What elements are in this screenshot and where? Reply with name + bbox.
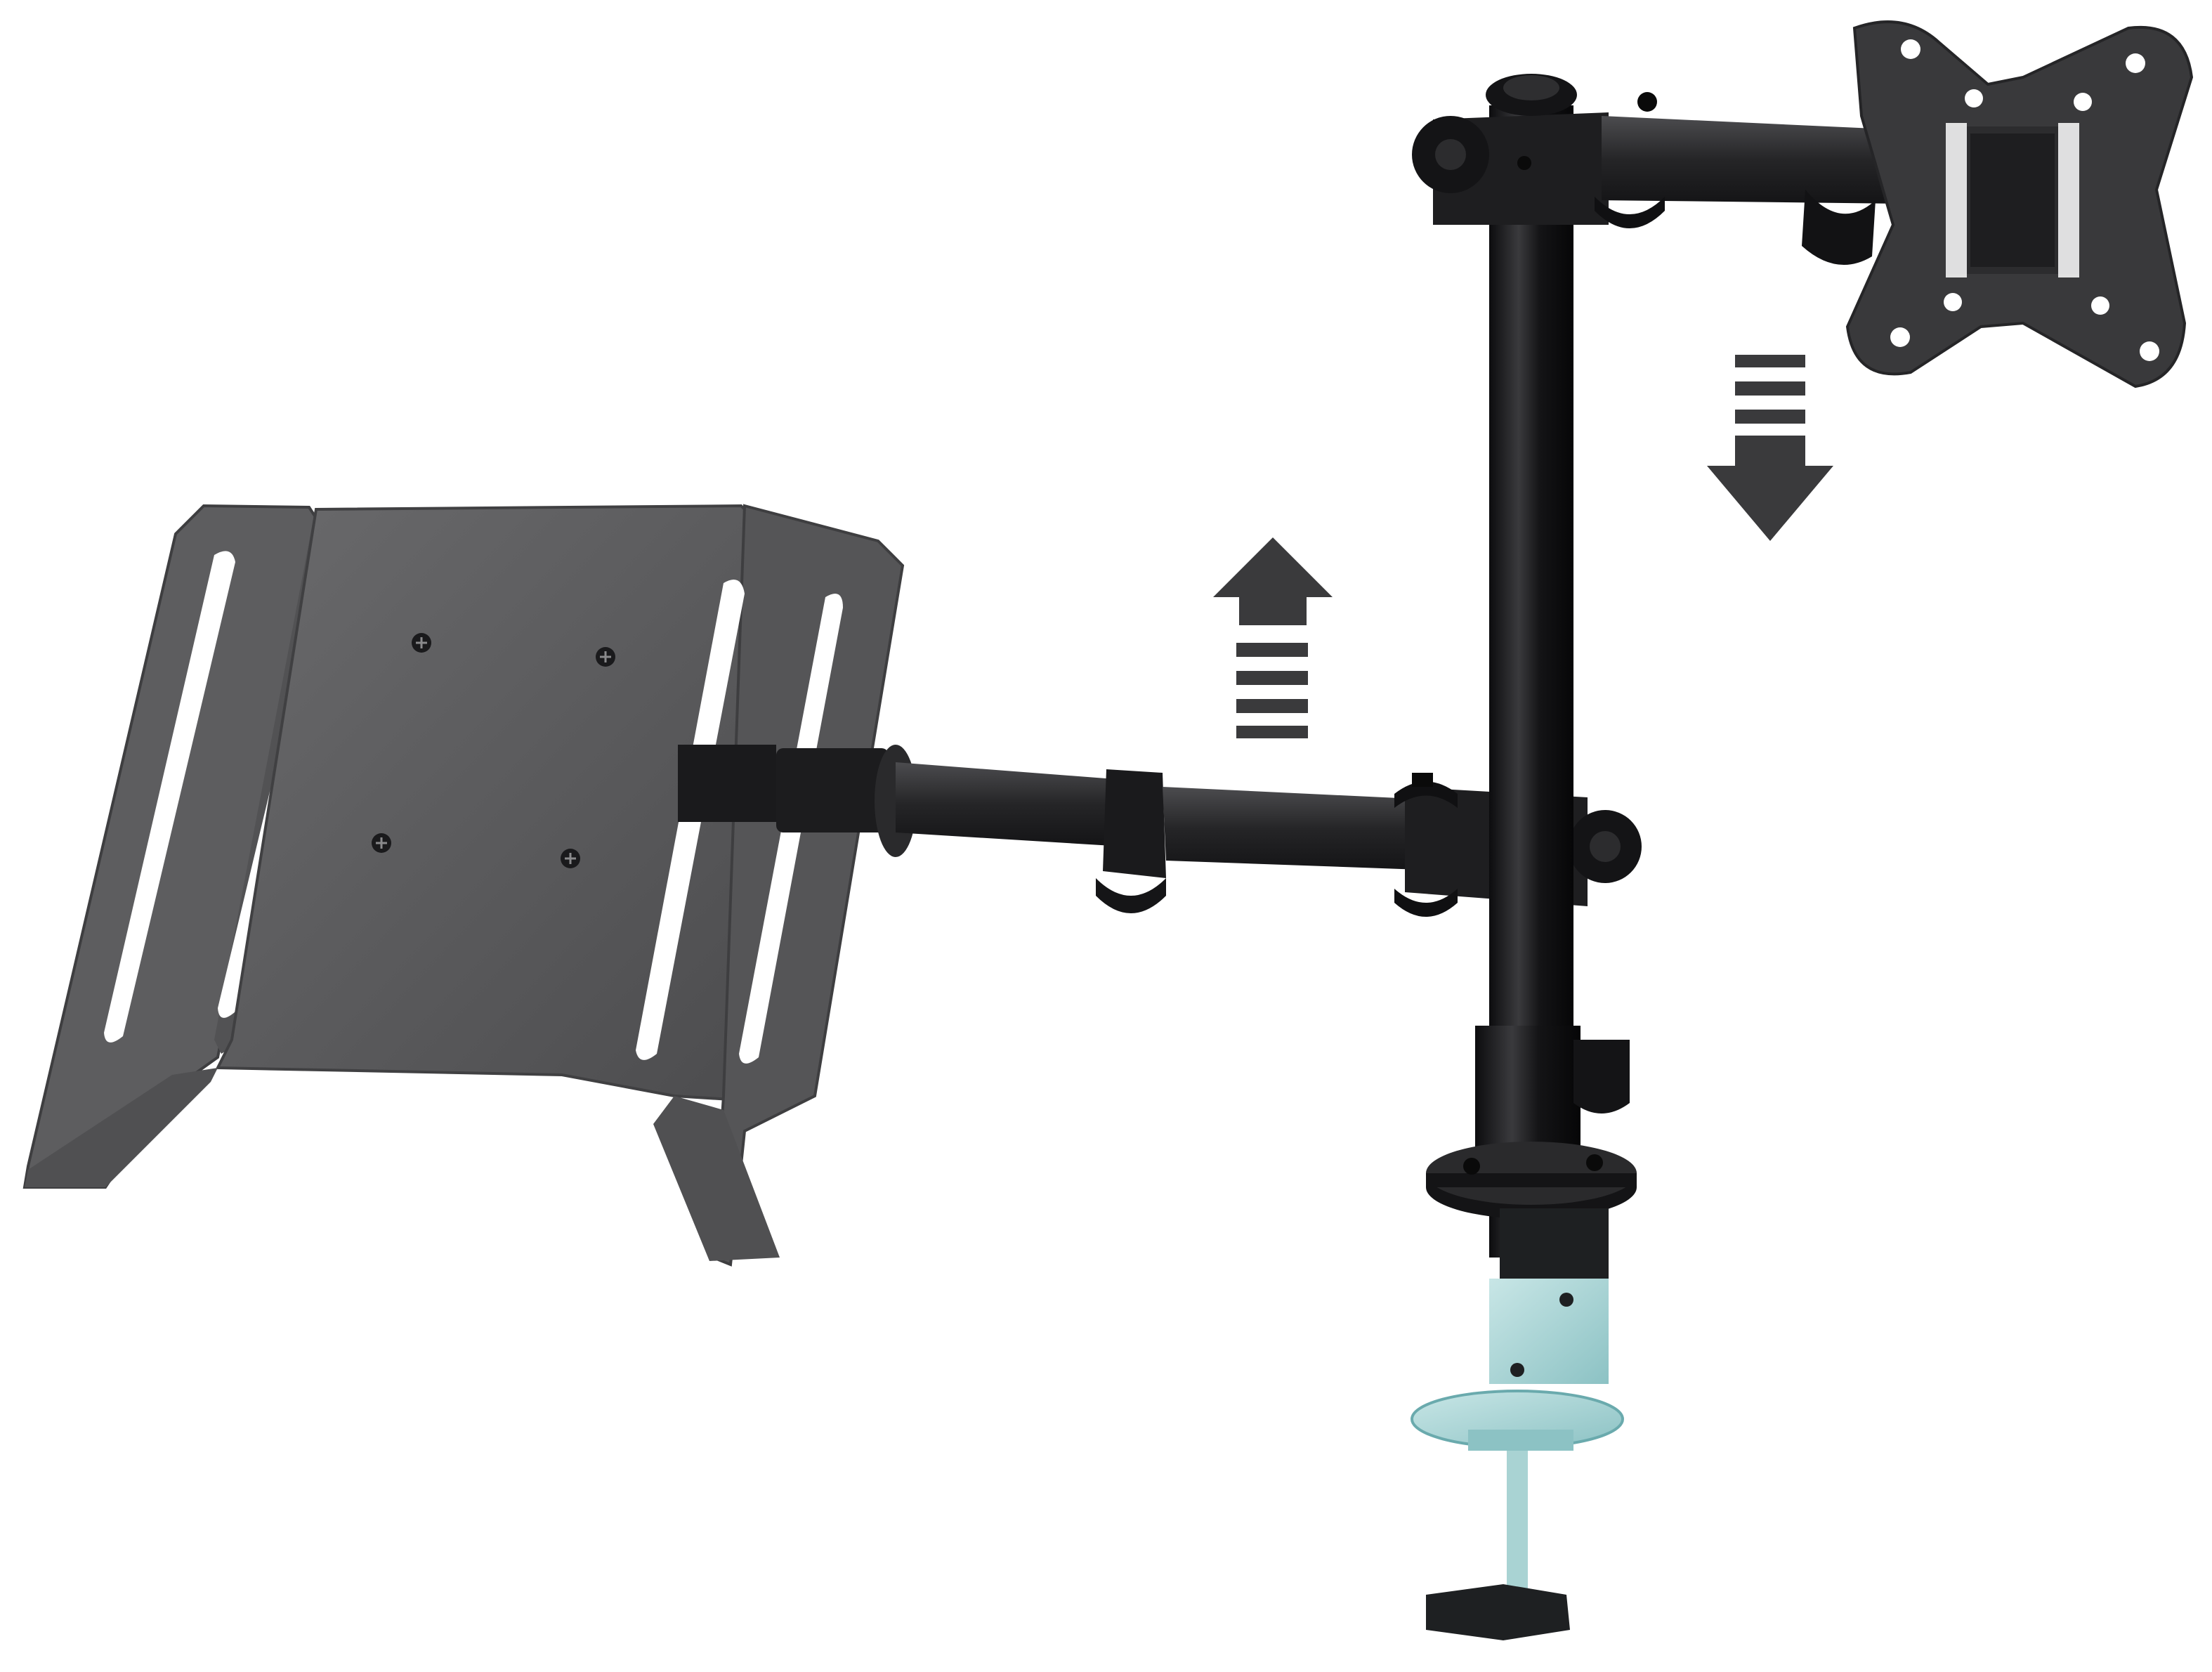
- lower-arm-collar: [1103, 769, 1166, 878]
- tray-right-panel: [711, 504, 905, 1267]
- tray-mount-bracket: [678, 745, 776, 822]
- vesa-plate: [1845, 20, 2194, 388]
- tray-bottom-right-leg: [653, 1096, 780, 1261]
- down-arrow-icon: [1707, 355, 1833, 541]
- lower-arm-segment-2: [1163, 787, 1461, 871]
- vesa-holes: [1890, 39, 2159, 361]
- upper-arm: [1412, 74, 1904, 265]
- clamp-screw: [1507, 1451, 1528, 1605]
- clamp-knob: [1426, 1584, 1570, 1640]
- tray-left-slot: [104, 551, 235, 1043]
- desk-clamp: [1411, 1208, 1624, 1640]
- laptop-tray: [22, 504, 905, 1267]
- upper-arm-segment: [1602, 116, 1904, 204]
- tray-tilt-joint: [776, 748, 889, 832]
- pole: [1426, 105, 1637, 1258]
- clamp-body: [1489, 1279, 1609, 1384]
- cable-holder: [1573, 1040, 1630, 1113]
- up-arrow-icon: [1213, 537, 1333, 738]
- clamp-back: [1500, 1208, 1609, 1279]
- lower-arm-segment-1: [896, 762, 1124, 847]
- tray-bottom-left-leg: [25, 1068, 218, 1187]
